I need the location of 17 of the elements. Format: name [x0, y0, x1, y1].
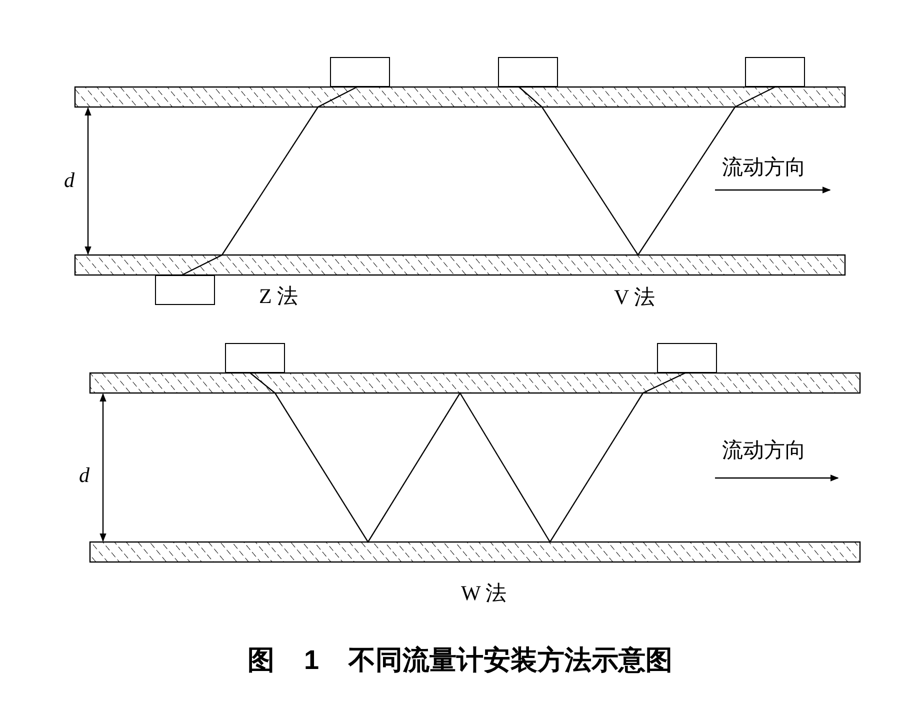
sound-path — [518, 86, 776, 256]
figure-caption: 图 1 不同流量计安装方法示意图 — [246, 644, 674, 677]
method-label: V 法 — [614, 287, 656, 308]
sound-path — [250, 372, 686, 544]
method-label: Z 法 — [259, 286, 298, 307]
flow-direction-label: 流动方向 — [722, 440, 806, 461]
method-label: W 法 — [461, 583, 507, 604]
transducer-block — [225, 343, 285, 373]
flow-direction-label: 流动方向 — [722, 157, 806, 178]
transducer-block — [657, 343, 717, 373]
transducer-block — [498, 57, 558, 87]
transducer-block — [155, 275, 215, 305]
dimension-label: d — [79, 465, 90, 486]
transducer-block — [745, 57, 805, 87]
dimension-label: d — [64, 170, 74, 191]
sound-path — [182, 86, 358, 276]
transducer-block — [330, 57, 390, 87]
